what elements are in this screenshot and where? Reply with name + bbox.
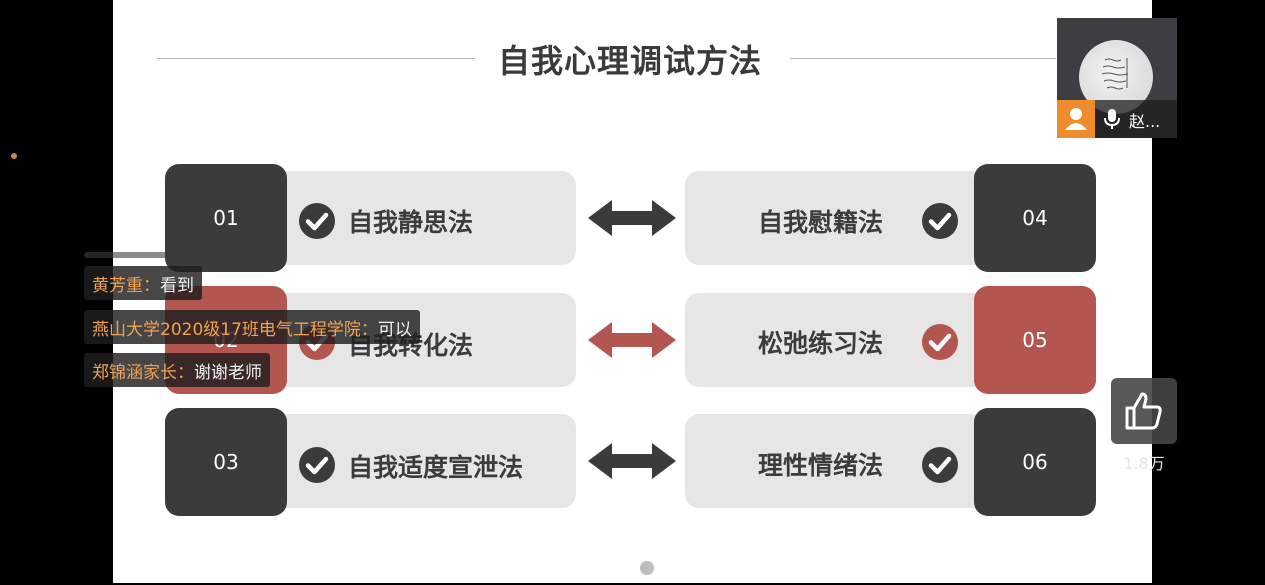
like-count: 1.8万 — [1123, 454, 1165, 473]
chat-message: 郑锦涵家长： 谢谢老师 — [84, 353, 270, 387]
participant-name: 赵... — [1129, 112, 1161, 131]
like-button[interactable] — [1111, 378, 1177, 444]
number-badge-05: 05 — [974, 286, 1096, 394]
chat-sender: 黄芳重： — [92, 275, 160, 296]
double-arrow-icon — [588, 200, 676, 236]
title-divider-left — [157, 58, 475, 59]
check-circle-icon — [299, 203, 335, 239]
double-arrow-icon — [588, 443, 676, 479]
chat-text: 看到 — [160, 275, 194, 296]
side-indicator-dot — [11, 153, 17, 159]
number-badge-04: 04 — [974, 164, 1096, 272]
page-indicator[interactable] — [640, 561, 654, 575]
chat-text: 谢谢老师 — [194, 362, 262, 383]
number-badge-03: 03 — [165, 408, 287, 516]
check-circle-icon — [922, 324, 958, 360]
method-label-05: 松弛练习法 — [758, 329, 884, 358]
thumbs-up-icon — [1125, 392, 1162, 430]
slide-title: 自我心理调试方法 — [497, 42, 762, 80]
participant-video-tile[interactable]: 赵... — [1057, 18, 1177, 138]
title-divider-right — [790, 58, 1056, 59]
chat-sender: 燕山大学2020级17班电气工程学院： — [92, 319, 378, 340]
check-circle-icon — [299, 447, 335, 483]
method-label-04: 自我慰籍法 — [758, 208, 884, 237]
check-circle-icon — [922, 203, 958, 239]
microphone-icon[interactable] — [1103, 108, 1121, 130]
chat-fade-bar — [84, 252, 262, 258]
user-icon — [1057, 100, 1095, 138]
handwriting-image — [1101, 58, 1129, 90]
chat-message: 燕山大学2020级17班电气工程学院： 可以 — [84, 310, 420, 344]
chat-sender: 郑锦涵家长： — [92, 362, 194, 383]
number-badge-06: 06 — [974, 408, 1096, 516]
method-label-01: 自我静思法 — [348, 208, 474, 237]
chat-message: 黄芳重： 看到 — [84, 266, 202, 300]
method-label-03: 自我适度宣泄法 — [348, 453, 524, 482]
double-arrow-icon — [588, 322, 676, 358]
method-label-06: 理性情绪法 — [758, 451, 884, 480]
check-circle-icon — [922, 447, 958, 483]
chat-text: 可以 — [377, 319, 412, 340]
